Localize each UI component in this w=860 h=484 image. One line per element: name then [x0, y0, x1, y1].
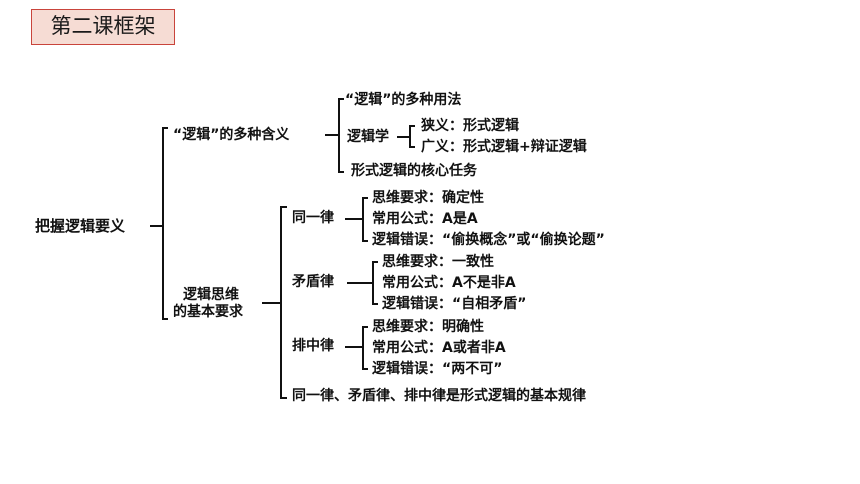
- excluded-middle-bracket: [362, 326, 368, 370]
- contradiction-law: 矛盾律: [292, 274, 334, 290]
- meanings-bracket: [338, 98, 344, 173]
- contradiction-error: 逻辑错误：“自相矛盾”: [382, 296, 527, 312]
- logic-science-bracket: [409, 125, 415, 148]
- laws-summary: 同一律、矛盾律、排中律是形式逻辑的基本规律: [292, 388, 586, 404]
- broad-item: 广义：形式逻辑+辩证逻辑: [421, 139, 587, 155]
- thinking-node-line1: 逻辑思维: [183, 287, 239, 303]
- identity-bracket: [362, 197, 368, 242]
- identity-formula: 常用公式：A是A: [372, 211, 478, 227]
- lesson-title: 第二课框架: [31, 9, 175, 45]
- excluded-middle-law: 排中律: [292, 338, 334, 354]
- contradiction-bracket: [372, 261, 378, 305]
- contradiction-req: 思维要求：一致性: [382, 254, 494, 270]
- narrow-item: 狭义：形式逻辑: [421, 118, 519, 134]
- core-task-item: 形式逻辑的核心任务: [351, 163, 477, 179]
- excluded-middle-formula: 常用公式：A或者非A: [372, 340, 506, 356]
- usages-item: “逻辑”的多种用法: [345, 92, 462, 108]
- thinking-node-line2: 的基本要求: [173, 304, 243, 320]
- excluded-middle-req: 思维要求：明确性: [372, 319, 484, 335]
- excluded-middle-error: 逻辑错误：“两不可”: [372, 361, 503, 377]
- logic-science-node: 逻辑学: [347, 129, 389, 145]
- thinking-bracket: [280, 206, 287, 399]
- identity-error: 逻辑错误：“偷换概念”或“偷换论题”: [372, 232, 605, 248]
- identity-law: 同一律: [292, 210, 334, 226]
- identity-req: 思维要求：确定性: [372, 190, 484, 206]
- root-bracket: [162, 127, 168, 320]
- meanings-node: “逻辑”的多种含义: [173, 127, 290, 143]
- contradiction-formula: 常用公式：A不是非A: [382, 275, 516, 291]
- root-node: 把握逻辑要义: [35, 217, 126, 235]
